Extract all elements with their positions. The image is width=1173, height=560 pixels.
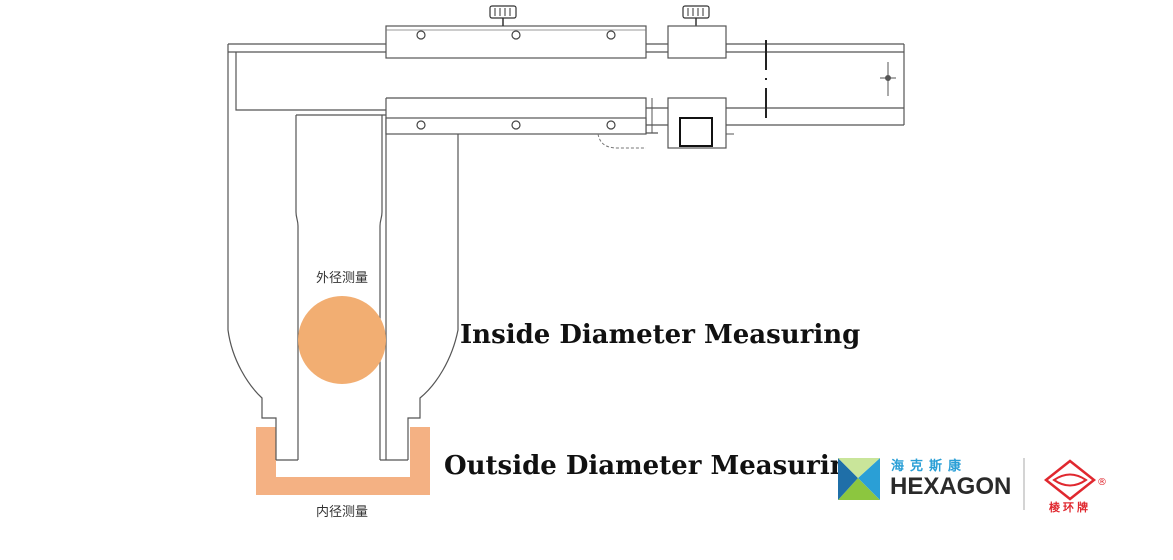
fine-adjust-block: [667, 25, 727, 59]
thumb-screw-icon: [489, 5, 517, 26]
movable-jaw-inner-edge: [379, 115, 383, 460]
brand-emblem-icon: [1043, 459, 1097, 501]
fixed-jaw-inner: [235, 52, 386, 111]
hexagon-cn-name: 海克斯康: [891, 458, 967, 474]
movable-jaw: [385, 97, 647, 460]
screw-icon: [606, 30, 616, 40]
inner-measure-bracket: [256, 427, 430, 495]
hexagon-wordmark: HEXAGON: [890, 473, 1011, 500]
inner-measure-label: 内径测量: [316, 504, 368, 520]
lower-slider-bar: [385, 117, 647, 135]
screw-icon: [416, 120, 426, 130]
workpiece-circle: [298, 296, 386, 384]
screw-icon: [511, 120, 521, 130]
thumb-screw-icon: [682, 5, 710, 26]
dashed-notch: [597, 133, 646, 149]
hexagon-logo: 海克斯康 HEXAGON: [838, 458, 1011, 500]
movable-jaw-outer: [407, 133, 459, 460]
screw-icon: [606, 120, 616, 130]
crosshair-icon: [880, 62, 896, 96]
vernier-window: [679, 117, 713, 147]
brand-registered-mark: ®: [1097, 477, 1107, 488]
inside-diameter-label: Inside Diameter Measuring: [460, 320, 860, 350]
brand-logo: ® 棱环牌: [1043, 459, 1107, 514]
outside-diameter-label: Outside Diameter Measuring: [444, 451, 867, 481]
brand-cn-name: 棱环牌: [1049, 500, 1091, 514]
fixed-jaw-inner-edge: [295, 115, 299, 460]
outer-measure-label: 外径测量: [316, 271, 368, 286]
screw-icon: [416, 30, 426, 40]
screw-icon: [511, 30, 521, 40]
fixed-jaw: [227, 44, 277, 460]
